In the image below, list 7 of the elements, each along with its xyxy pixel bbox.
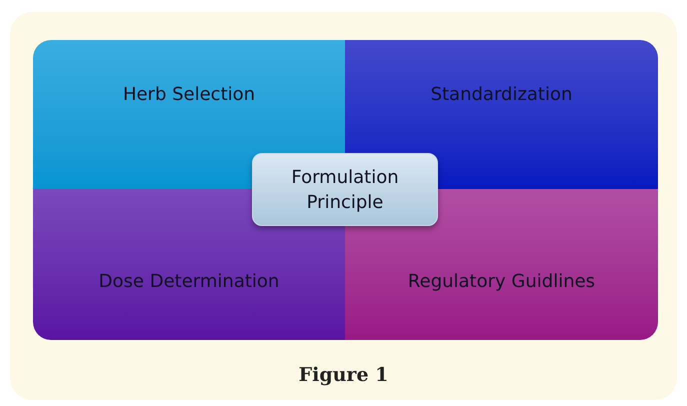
center-box [252, 153, 438, 226]
node-label: Regulatory Guidlines [408, 270, 596, 294]
node-label: Dose Determination [98, 270, 280, 294]
node-label: Formulation Principle [290, 166, 400, 214]
caption: Figure 1 [298, 363, 390, 388]
node-label: Standardization [430, 83, 572, 107]
node-label: Herb Selection [122, 83, 256, 107]
